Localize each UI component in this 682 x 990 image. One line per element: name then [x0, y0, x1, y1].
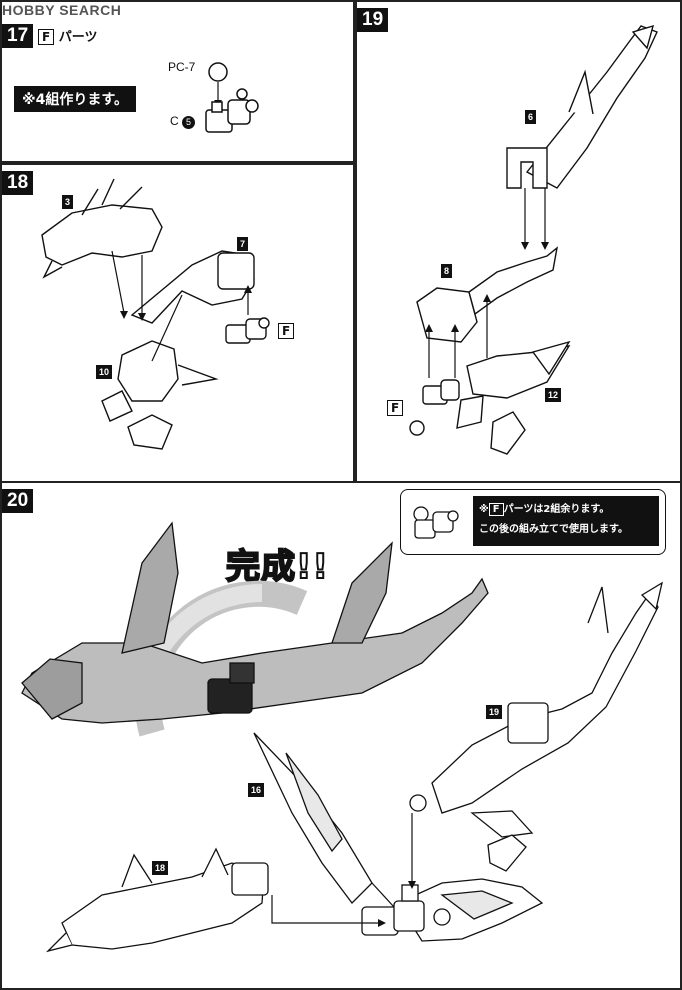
- step-18-number: 18: [2, 171, 34, 195]
- assembly-arrows-19: [428, 188, 546, 378]
- step-20-illustration: [21, 521, 663, 953]
- step-19-number: 19: [357, 8, 389, 32]
- step-17-title: F パーツ: [38, 26, 97, 45]
- assembly-part-19: [409, 581, 663, 872]
- assembly-arrows-20: [271, 813, 413, 924]
- body-part-10: [101, 340, 219, 450]
- step-19-illustration: [409, 24, 658, 455]
- part-pc-7-label: PC-7: [168, 60, 196, 74]
- tag-part-18: 18: [152, 861, 169, 875]
- dragon-head-part-3: [41, 178, 163, 279]
- tag-part-7: 7: [237, 237, 249, 251]
- step-17-illustration: [205, 62, 259, 133]
- step-18-f-part-label: F: [278, 323, 295, 339]
- note-line-2: この後の組み立てで使用します。: [479, 524, 628, 535]
- tag-part-10: 10: [96, 365, 113, 379]
- note-line-1: パーツは2組余ります。: [503, 504, 610, 515]
- body-part-8: [416, 246, 559, 343]
- step-19-panel: 19 6 8 12 F: [355, 0, 682, 483]
- assembly-arrows: [111, 250, 249, 362]
- tag-part-16: 16: [248, 783, 265, 797]
- tag-part-6: 6: [525, 110, 537, 124]
- step-18-illustration: [41, 178, 270, 450]
- tag-part-19: 19: [486, 705, 503, 719]
- f-part-with-ball: [409, 379, 460, 436]
- step-20-number: 20: [2, 489, 34, 513]
- part-c-number-badge: 5: [182, 116, 196, 129]
- tag-part-3: 3: [62, 195, 74, 209]
- step-17-title-suffix: パーツ: [58, 30, 98, 45]
- tag-part-8: 8: [441, 264, 453, 278]
- note-f-part-icon: [413, 506, 459, 539]
- part-c-letter: C: [170, 114, 179, 128]
- assembly-part-18: [45, 847, 269, 953]
- tail-part-6: [506, 24, 658, 189]
- step-17-number: 17: [2, 24, 34, 48]
- wing-part-16: [253, 732, 544, 942]
- step-19-f-part-label: F: [387, 400, 404, 416]
- note-prefix: ※: [479, 504, 489, 515]
- completed-model-figure: [21, 521, 489, 737]
- f-part-assembly: [205, 88, 259, 133]
- step-17-note: ※4組作ります。: [14, 86, 136, 112]
- complete-banner: 完成!!: [225, 546, 330, 588]
- neck-part-7: [130, 250, 255, 324]
- leg-part-12: [456, 340, 571, 455]
- part-c-label: C 5: [170, 114, 196, 129]
- watermark-logo: HOBBY SEARCH: [2, 2, 121, 18]
- pc-7-ball-part: [208, 62, 228, 82]
- tag-part-12: 12: [545, 388, 562, 402]
- watermark-text: HOBBY SEARCH: [2, 2, 122, 18]
- step-17-part-letter: F: [38, 29, 55, 45]
- f-part-small-assembly: [225, 317, 270, 344]
- step-18-panel: 18 3 7 10 F: [0, 163, 355, 483]
- step-17-panel: 17 F パーツ ※4組作ります。 PC-7 C 5: [0, 0, 355, 163]
- note-part-letter: F: [488, 503, 504, 516]
